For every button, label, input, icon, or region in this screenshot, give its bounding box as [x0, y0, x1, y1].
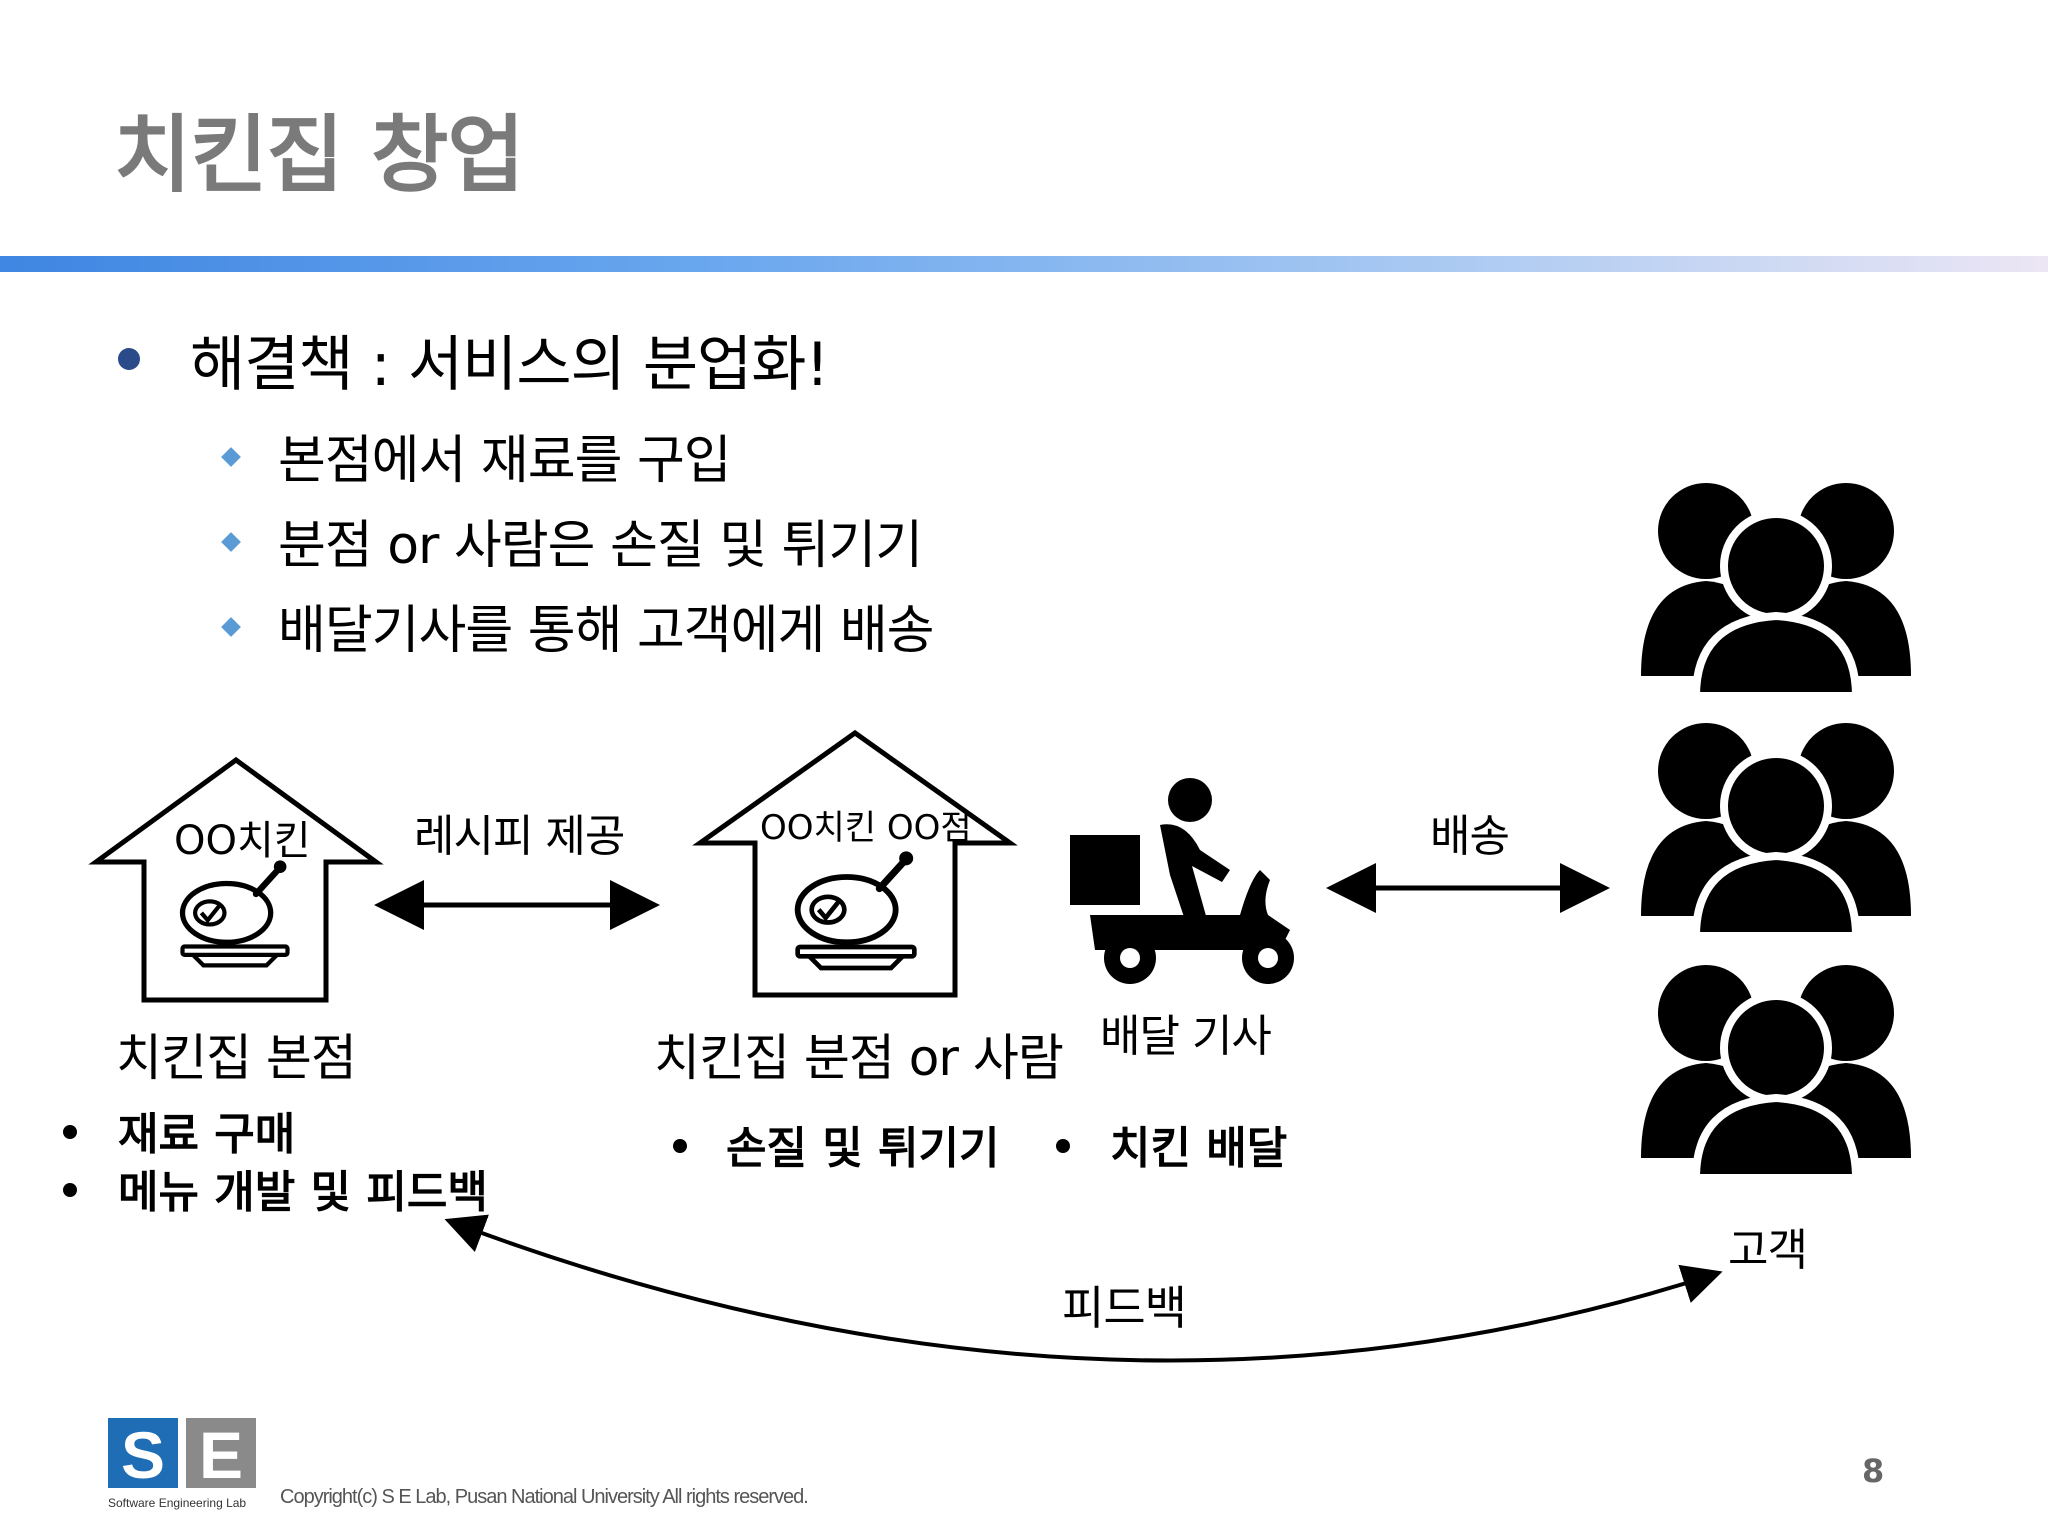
delivery-label: 배송 — [1430, 811, 1510, 862]
main-bullet: 해결책 : 서비스의 분업화! — [190, 330, 829, 400]
slide-title: 치킨집 창업 — [114, 106, 525, 204]
sub-bullet-1: 본점에서 재료를 구입 — [278, 431, 732, 491]
delivery-rider-icon — [1070, 778, 1294, 984]
branch-house-label: OO치킨 OO점 — [760, 808, 972, 848]
customer-name: 고객 — [1728, 1225, 1808, 1276]
hq-house-icon — [88, 756, 384, 1003]
sub-bullet-3: 배달기사를 통해 고객에게 배송 — [278, 601, 935, 661]
hq-task-1: 재료 구매 — [118, 1109, 296, 1160]
task-bullet-dot — [63, 1183, 77, 1197]
se-lab-logo: S E — [108, 1418, 256, 1492]
hq-name: 치킨집 본점 — [116, 1029, 357, 1087]
recipe-label: 레시피 제공 — [414, 811, 625, 862]
main-bullet-dot — [118, 348, 140, 370]
title-divider-band — [0, 256, 2048, 272]
svg-text:S: S — [121, 1418, 165, 1492]
branch-house-icon — [692, 729, 1018, 998]
logo-caption: Software Engineering Lab — [108, 1496, 247, 1510]
page-number: 8 — [1862, 1452, 1885, 1490]
customer-group-icon — [1641, 965, 1911, 1178]
task-bullet-dot — [673, 1139, 687, 1153]
customer-group-icon — [1641, 723, 1911, 936]
feedback-arrow — [444, 1214, 1723, 1363]
svg-text:E: E — [199, 1418, 243, 1492]
hq-task-2: 메뉴 개발 및 피드백 — [118, 1167, 488, 1218]
copyright-text: Copyright(c) S E Lab, Pusan National Uni… — [280, 1486, 809, 1508]
hq-house-label: OO치킨 — [174, 818, 311, 864]
sub-bullet-2: 분점 or 사람은 손질 및 튀기기 — [278, 516, 923, 576]
rider-task: 치킨 배달 — [1110, 1123, 1288, 1174]
branch-task: 손질 및 튀기기 — [726, 1123, 1000, 1174]
task-bullet-dot — [1056, 1139, 1070, 1153]
customer-group-icon — [1641, 483, 1911, 696]
rider-name: 배달 기사 — [1100, 1011, 1272, 1062]
feedback-label: 피드백 — [1062, 1281, 1187, 1335]
task-bullet-dot — [63, 1125, 77, 1139]
branch-name: 치킨집 분점 or 사람 — [654, 1029, 1064, 1087]
